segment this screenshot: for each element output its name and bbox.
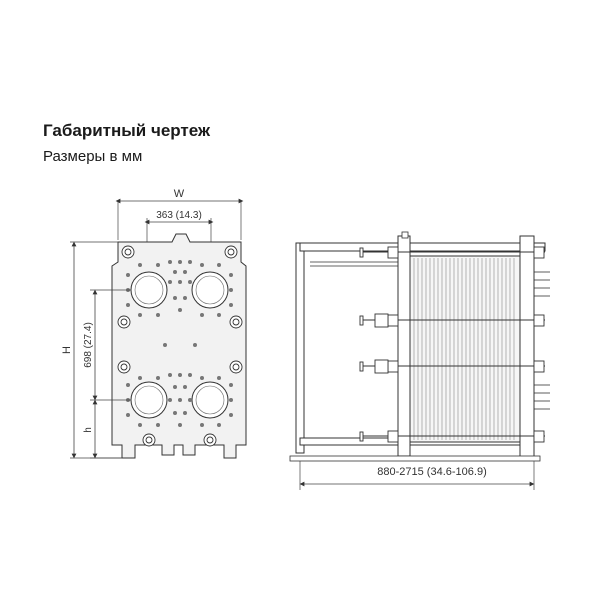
width-dimension: W (115, 188, 244, 240)
length-range-label: 880-2715 (34.6-106.9) (377, 466, 486, 478)
frame-plate-side (519, 235, 535, 459)
height-label: H (61, 346, 73, 354)
pressure-plate (397, 235, 411, 457)
support-column (295, 242, 305, 454)
connection-stubs (534, 271, 550, 410)
tie-bolts (359, 246, 545, 443)
carrying-bar (299, 242, 546, 252)
bottom-height-dimension: h (83, 399, 122, 459)
plate-lines (413, 258, 515, 440)
side-view: 880-2715 (34.6-106.9) (289, 231, 550, 490)
plate-pack (409, 255, 521, 443)
small-holes (126, 260, 233, 427)
bolt-circles (117, 245, 243, 447)
length-dimension: 880-2715 (34.6-106.9) (299, 461, 535, 490)
base-foot (289, 455, 541, 462)
port-circles (130, 271, 229, 419)
bottom-height-label: h (83, 427, 94, 433)
units-subtitle: Размеры в мм (43, 148, 143, 165)
width-label: W (174, 188, 185, 200)
front-view: W 363 (14.3) (61, 188, 247, 459)
vertical-port-spacing-label: 698 (27.4) (83, 322, 94, 368)
port-spacing-label: 363 (14.3) (156, 210, 202, 221)
drawing-title: Габаритный чертеж (43, 121, 211, 140)
